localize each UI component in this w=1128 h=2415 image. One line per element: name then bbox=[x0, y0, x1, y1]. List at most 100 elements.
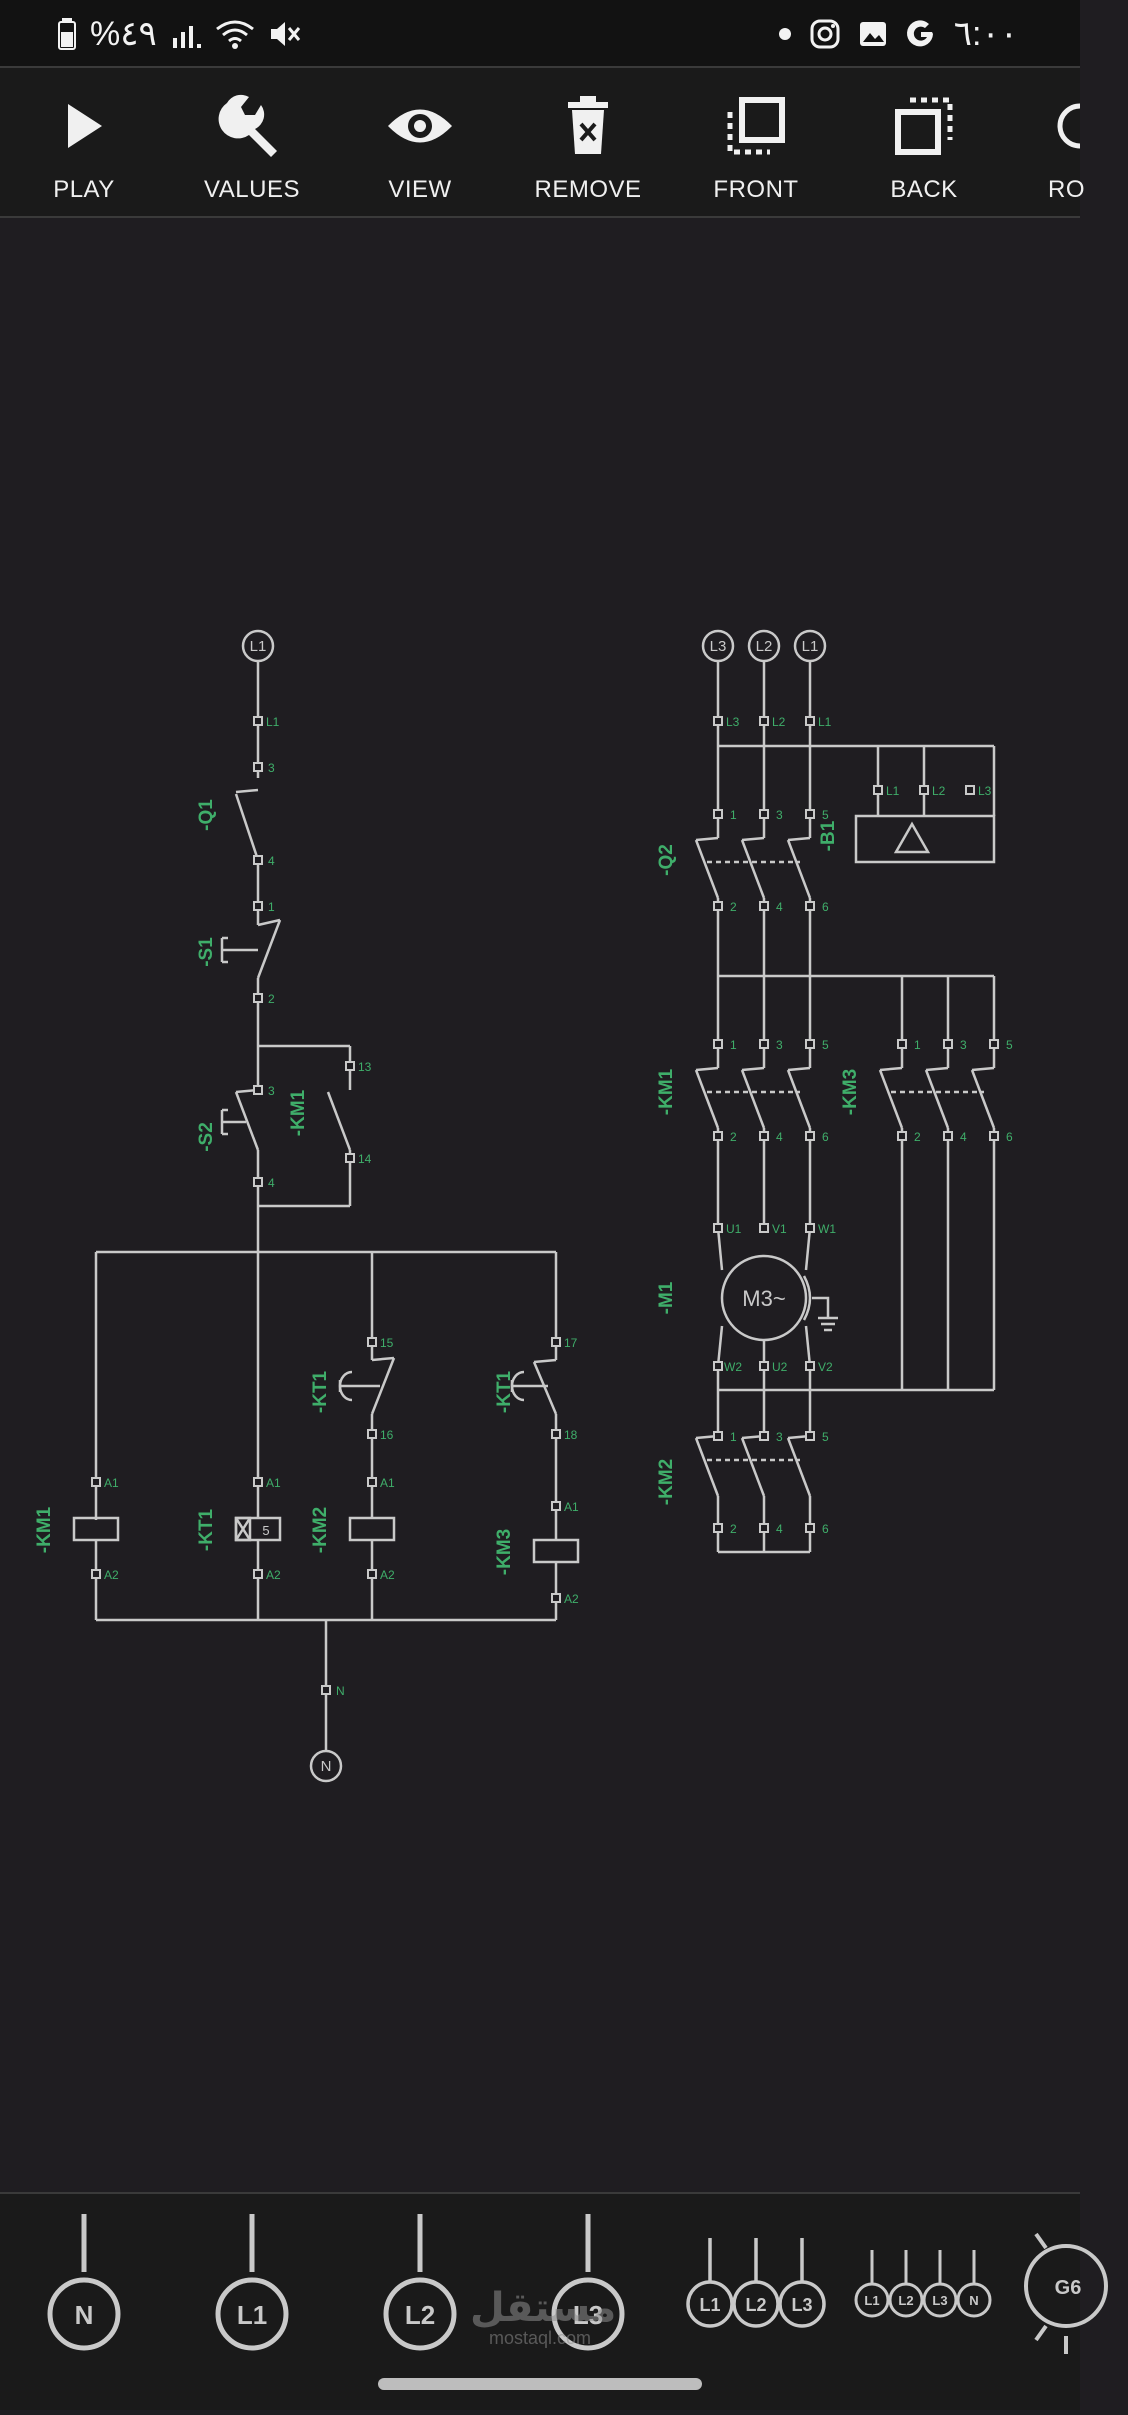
battery-icon bbox=[58, 18, 76, 50]
pin-label: 4 bbox=[268, 854, 275, 868]
pin-label: L2 bbox=[932, 784, 946, 798]
pin-label: 5 bbox=[1006, 1038, 1013, 1052]
terminal-l1-label: L1 bbox=[250, 638, 267, 655]
palette-item-three-phase[interactable] bbox=[686, 2238, 826, 2328]
label-kt1-coil: -KT1 bbox=[196, 1508, 217, 1551]
gallery-icon bbox=[859, 22, 886, 46]
motor-label: M3~ bbox=[742, 1286, 785, 1311]
pin-label: 4 bbox=[268, 1176, 275, 1190]
pin-label: L2 bbox=[772, 715, 786, 729]
pin-label: 6 bbox=[822, 900, 829, 914]
palette-item-n[interactable] bbox=[47, 2214, 121, 2351]
play-icon bbox=[68, 104, 102, 148]
pin-label: 2 bbox=[914, 1130, 921, 1144]
pin-label: 4 bbox=[776, 1130, 783, 1144]
label-kt1-contact-2: -KT1 bbox=[494, 1370, 515, 1413]
pin-label: L3 bbox=[978, 784, 992, 798]
play-button[interactable]: PLAY bbox=[0, 68, 168, 216]
toolbar: PLAY VALUES VIEW REMOVE FRONT BACK RO bbox=[0, 66, 1085, 218]
label-km1-coil: -KM1 bbox=[34, 1506, 55, 1553]
pin-label: 6 bbox=[822, 1130, 829, 1144]
pin-label: 2 bbox=[268, 992, 275, 1006]
label-km1-aux: -KM1 bbox=[288, 1089, 309, 1136]
pin-label: U1 bbox=[726, 1222, 742, 1236]
palette-item-l3[interactable] bbox=[551, 2214, 625, 2351]
palette-item-three-phase-neutral[interactable] bbox=[854, 2250, 992, 2318]
label-km3-power: -KM3 bbox=[840, 1069, 861, 1115]
label-km1-power: -KM1 bbox=[656, 1068, 677, 1115]
label-km3-coil: -KM3 bbox=[494, 1529, 515, 1575]
pin-label: 5 bbox=[822, 808, 829, 822]
pin-label: 17 bbox=[564, 1336, 578, 1350]
terminal-n-symbol[interactable] bbox=[309, 1749, 343, 1783]
diagram-canvas[interactable]: L1 N L3 L2 L1 M3~ 5 L1 3 4 1 2 13 3 14 4… bbox=[0, 216, 1080, 2192]
pin-label: 1 bbox=[914, 1038, 921, 1052]
palette-strip: N L1 L2 L3 L1 L2 L3 L1 L2 L3 N G6 bbox=[47, 2214, 1108, 2354]
back-button[interactable]: BACK bbox=[840, 68, 1008, 216]
remove-button[interactable]: REMOVE bbox=[504, 68, 672, 216]
pin-label: A1 bbox=[104, 1476, 119, 1490]
pin-label: 3 bbox=[776, 808, 783, 822]
terminal-l1-power-label: L1 bbox=[802, 638, 819, 655]
rotate-icon bbox=[1057, 103, 1081, 149]
pin-label: L1 bbox=[818, 715, 832, 729]
palette-label-l3: L3 bbox=[573, 2300, 603, 2330]
pin-label: 5 bbox=[822, 1430, 829, 1444]
pin-label: 16 bbox=[380, 1428, 394, 1442]
mute-icon bbox=[270, 22, 300, 46]
palette-item-l2[interactable] bbox=[383, 2214, 457, 2351]
battery-percentage: %٤٩ bbox=[90, 15, 157, 53]
watermark-arabic: مستقل bbox=[470, 2286, 617, 2330]
bring-front-icon bbox=[727, 97, 785, 155]
pin-label: 2 bbox=[730, 900, 737, 914]
palette-label-4p-l2: L2 bbox=[898, 2293, 913, 2308]
pin-label: 1 bbox=[268, 900, 275, 914]
pin-label: V2 bbox=[818, 1360, 833, 1374]
label-km2-coil: -KM2 bbox=[310, 1507, 331, 1553]
trash-icon bbox=[568, 96, 608, 154]
pin-label: V1 bbox=[772, 1222, 787, 1236]
pin-label: 3 bbox=[776, 1038, 783, 1052]
pin-label: L3 bbox=[726, 715, 740, 729]
terminal-l3-label: L3 bbox=[710, 638, 727, 655]
palette-item-partial[interactable] bbox=[1024, 2232, 1108, 2354]
label-kt1-contact-1: -KT1 bbox=[310, 1370, 331, 1413]
pin-label: 2 bbox=[730, 1522, 737, 1536]
pin-label: 4 bbox=[960, 1130, 967, 1144]
front-button[interactable]: FRONT bbox=[672, 68, 840, 216]
palette-label-3p-l3: L3 bbox=[791, 2295, 812, 2315]
view-button[interactable]: VIEW bbox=[336, 68, 504, 216]
pin-label: 3 bbox=[960, 1038, 967, 1052]
palette-item-l1[interactable] bbox=[215, 2214, 289, 2351]
pin-label: 4 bbox=[776, 1522, 783, 1536]
home-indicator[interactable] bbox=[378, 2378, 702, 2390]
palette-label-l1: L1 bbox=[237, 2300, 267, 2330]
pin-label: 3 bbox=[268, 1084, 275, 1098]
terminal-n-label: N bbox=[321, 1758, 332, 1775]
pin-label: W1 bbox=[818, 1222, 836, 1236]
pin-label: 13 bbox=[358, 1060, 372, 1074]
pin-label: 6 bbox=[1006, 1130, 1013, 1144]
rotate-button[interactable]: RO bbox=[1008, 68, 1128, 216]
status-bar: %٤٩ ٦:٠٠ bbox=[0, 0, 1080, 66]
clock: ٦:٠٠ bbox=[953, 15, 1018, 53]
pin-label: A1 bbox=[564, 1500, 579, 1514]
label-km2-power: -KM2 bbox=[656, 1459, 677, 1505]
values-button[interactable]: VALUES bbox=[168, 68, 336, 216]
signal-icon bbox=[172, 26, 201, 48]
pin-label: A1 bbox=[380, 1476, 395, 1490]
palette-label-n: N bbox=[75, 2300, 94, 2330]
pin-label: 1 bbox=[730, 1430, 737, 1444]
pin-label: A1 bbox=[266, 1476, 281, 1490]
wifi-icon bbox=[215, 20, 254, 49]
label-b1: -B1 bbox=[818, 820, 839, 851]
palette-label-4p-l3: L3 bbox=[932, 2293, 947, 2308]
label-q1: -Q1 bbox=[196, 799, 217, 831]
pin-label: 15 bbox=[380, 1336, 394, 1350]
pin-label: L1 bbox=[886, 784, 900, 798]
notification-dot-icon bbox=[778, 28, 791, 40]
palette-label-3p-l1: L1 bbox=[699, 2295, 720, 2315]
pin-label: A2 bbox=[380, 1568, 395, 1582]
pin-label: L1 bbox=[266, 715, 280, 729]
pin-label: A2 bbox=[266, 1568, 281, 1582]
